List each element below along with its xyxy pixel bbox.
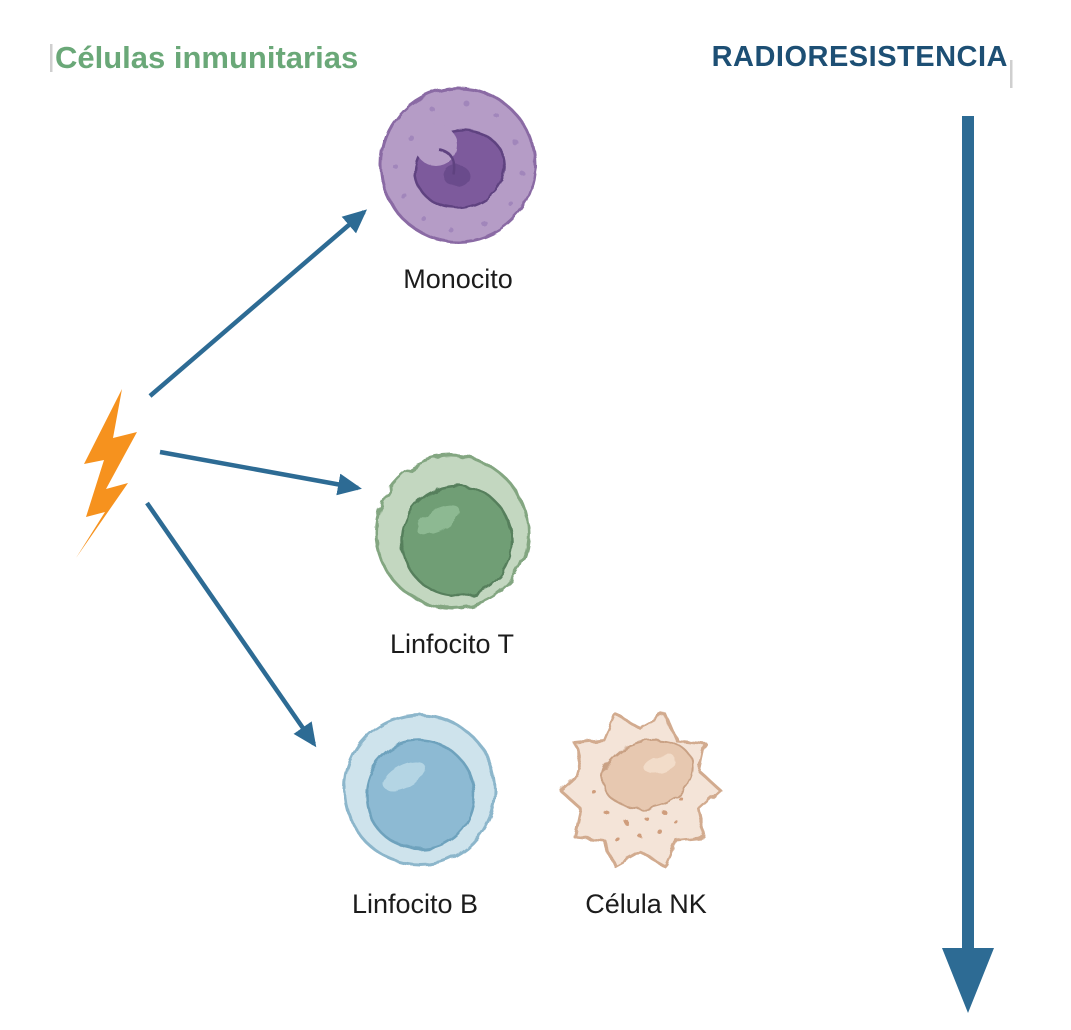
radiation-bolt-icon	[76, 389, 137, 558]
arrow-to-monocito	[148, 209, 368, 398]
cursor-mark-right	[1010, 60, 1013, 88]
monocito-nucleus-fold	[443, 164, 469, 186]
linfocito-t-label: Linfocito T	[390, 629, 514, 659]
monocito-nucleus-curve	[437, 147, 456, 176]
cursor-mark-left	[50, 44, 53, 72]
monocito-nucleus-notch	[415, 124, 457, 166]
linfocito-b-cell-illustration	[343, 713, 497, 867]
celula-nk-illustration	[558, 712, 722, 868]
bcell-nucleus	[364, 739, 476, 851]
linfocito-t-cell-illustration	[374, 454, 530, 610]
page-title: Células inmunitarias	[55, 40, 358, 75]
radioresistance-title: RADIORESISTENCIA	[712, 41, 1008, 73]
monocito-cell-illustration	[379, 86, 537, 244]
monocito-label: Monocito	[403, 264, 513, 294]
tcell-nucleus	[400, 484, 514, 598]
monocito-surface-granules	[393, 100, 525, 232]
radioresistance-axis-down-arrow-icon	[942, 116, 994, 1013]
tcell-nucleus-highlight	[416, 505, 460, 535]
bcell-nucleus-highlight	[383, 761, 425, 791]
arrow-to-linfocito-t	[159, 449, 362, 496]
nkcell-nucleus-highlight	[643, 754, 677, 774]
celula-nk-label: Célula NK	[585, 889, 707, 919]
arrow-to-linfocito-b	[145, 501, 317, 748]
linfocito-b-label: Linfocito B	[352, 889, 478, 919]
nkcell-granules	[592, 790, 682, 841]
